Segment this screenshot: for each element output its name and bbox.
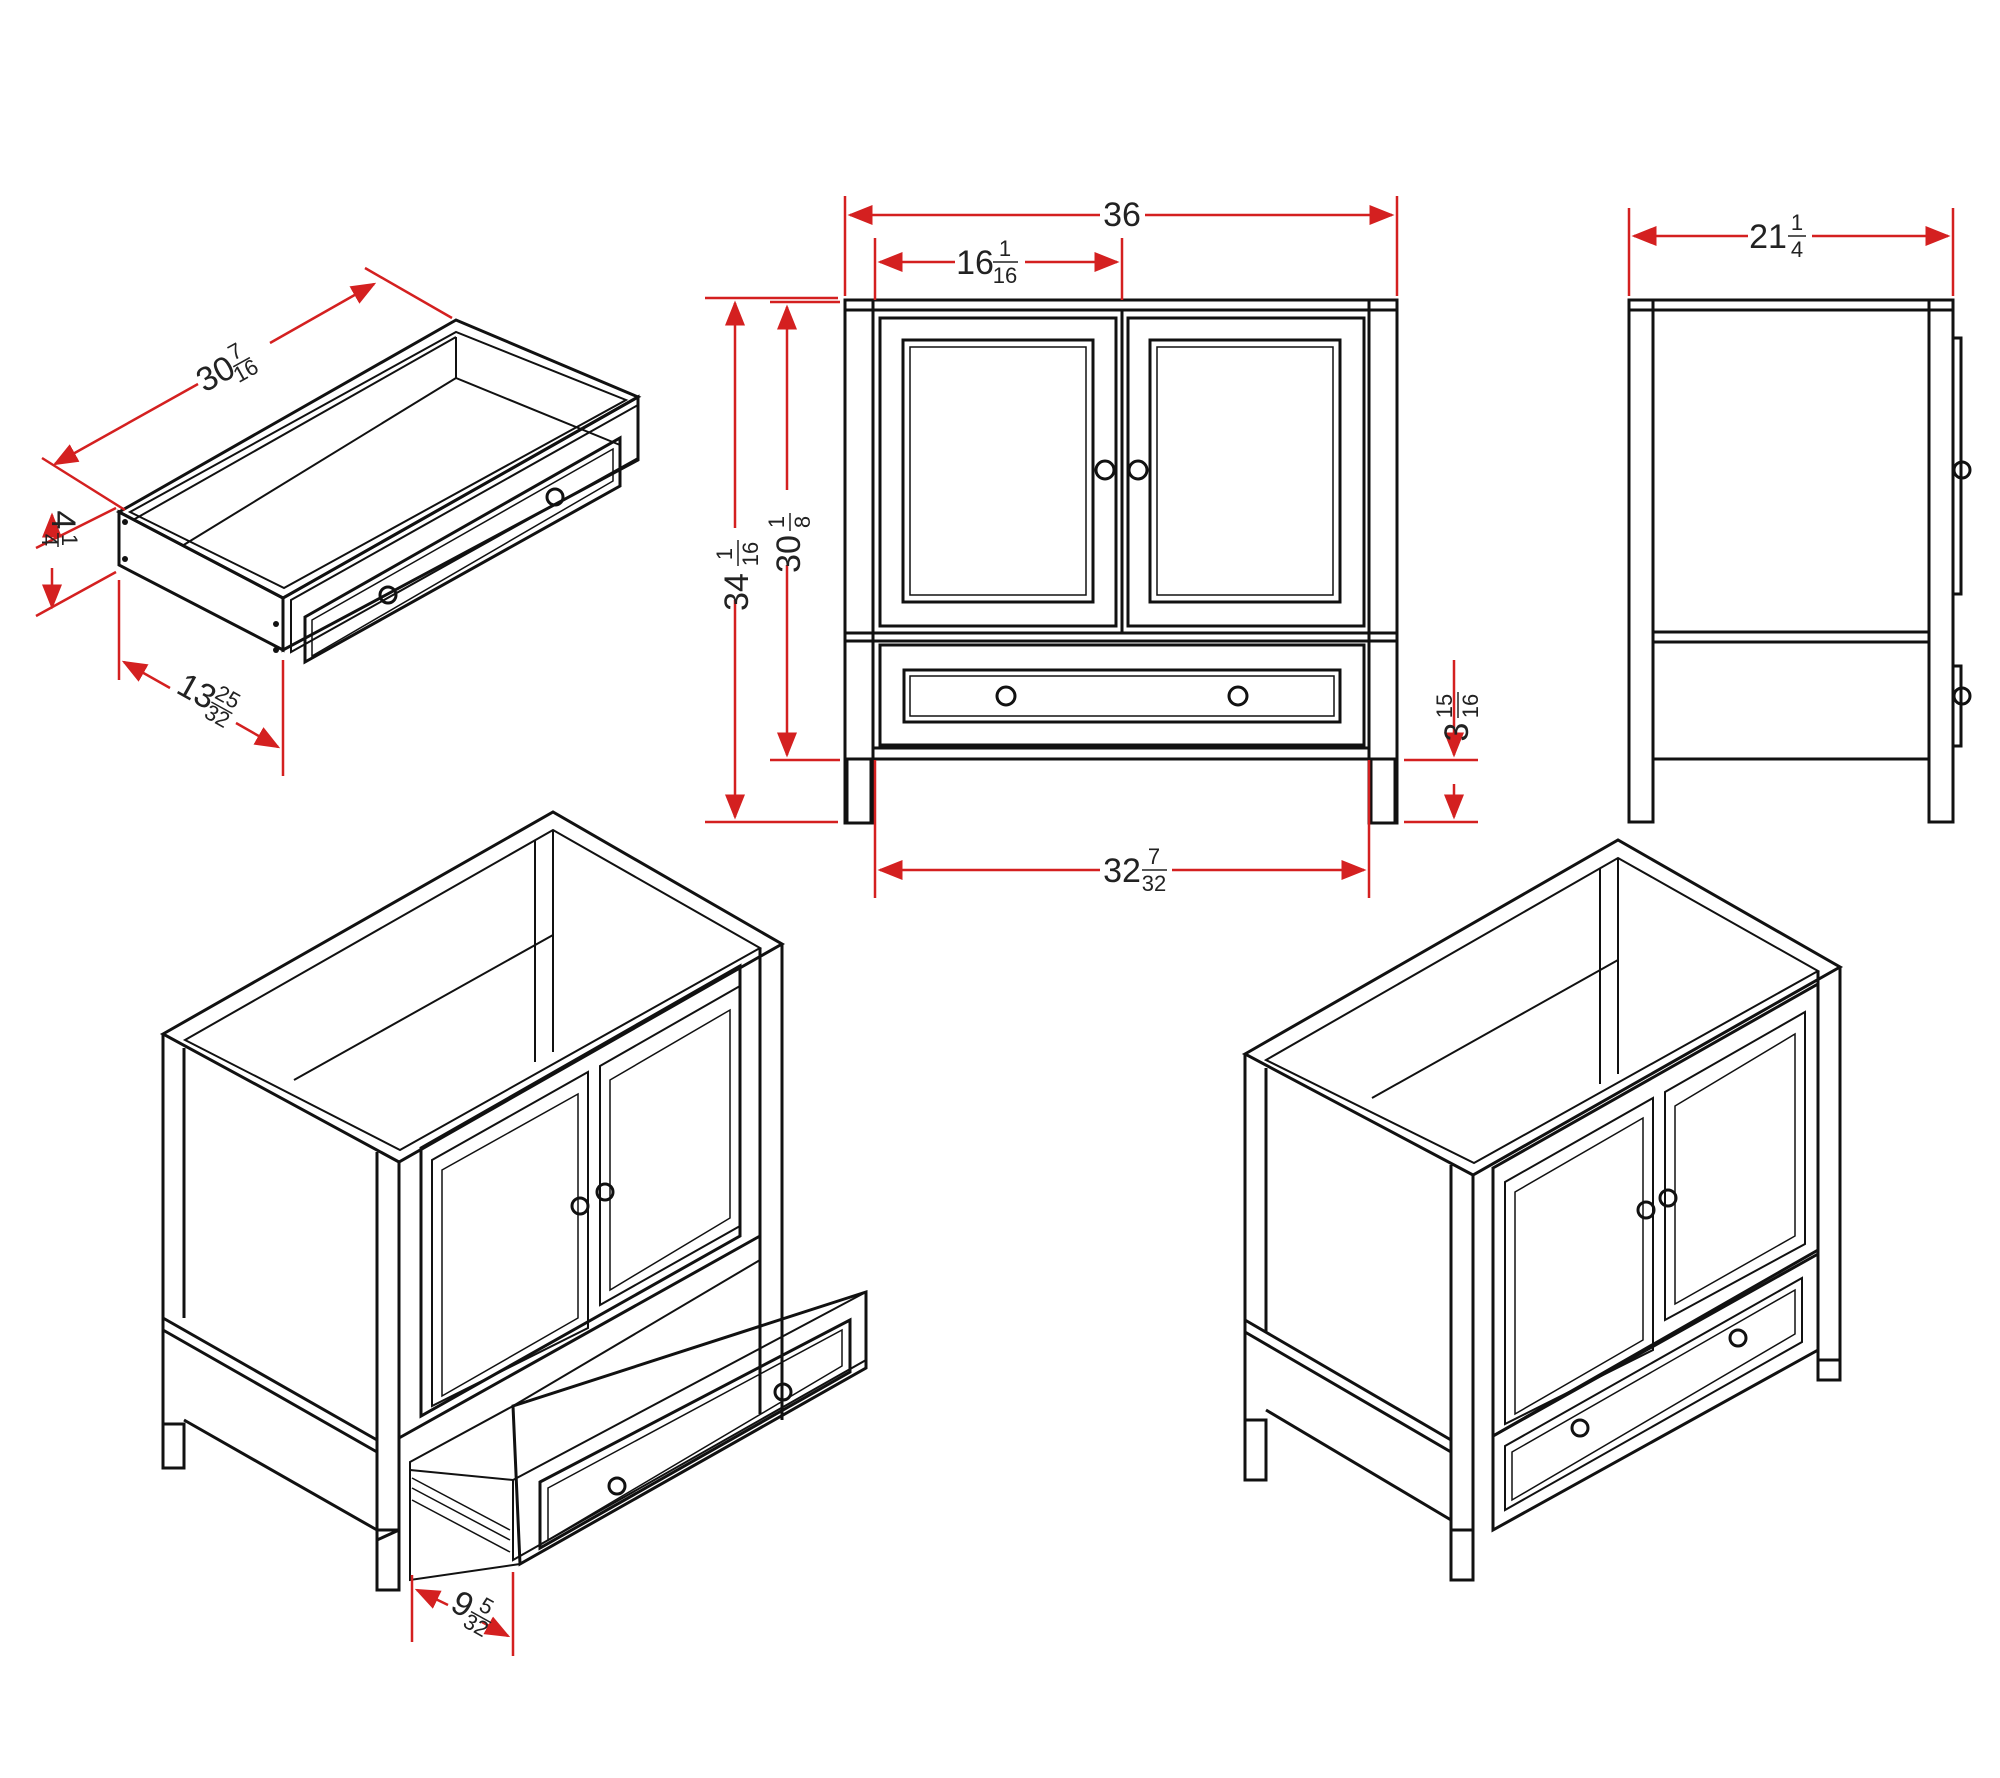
- side-dimensions: [1627, 208, 1955, 296]
- front-view: [843, 298, 1399, 825]
- front-dimensions: [705, 196, 1478, 898]
- iso2-door-knob-right-icon: [1658, 1188, 1678, 1208]
- side-depth-label: 21 1 4: [1749, 210, 1806, 262]
- overall-height-label: 34 1 16: [712, 540, 763, 611]
- overall-height-den: 16: [738, 542, 763, 566]
- leg-height-label: 3 15 16: [1432, 692, 1483, 741]
- leg-height-whole: 3: [1438, 723, 1476, 742]
- side-depth-whole: 21: [1749, 218, 1787, 256]
- door-width-den: 16: [993, 263, 1017, 288]
- iso-drawer-knob-left-icon: [607, 1476, 627, 1496]
- side-door-knob-icon: [1952, 460, 1972, 480]
- body-height-whole: 30: [770, 535, 808, 573]
- body-height-label: 30 1 8: [764, 513, 815, 573]
- overall-height-whole: 34: [718, 573, 756, 611]
- overall-height-num: 1: [712, 548, 737, 560]
- iso-drawer-knob-right-icon: [773, 1382, 793, 1402]
- left-door-panel: [878, 316, 1118, 628]
- drawer-dimensions: [35, 266, 453, 776]
- leg-height-den: 16: [1458, 694, 1483, 718]
- front-width-label: 36: [1103, 196, 1141, 234]
- side-depth-num: 1: [1791, 210, 1803, 235]
- iso2-drawer-knob-right-icon: [1728, 1328, 1748, 1348]
- drawer-knob-left-icon: [378, 585, 398, 605]
- drawer-knob-right-icon: [545, 487, 565, 507]
- right-door-panel: [1126, 316, 1366, 628]
- iso2-door-knob-left-icon: [1636, 1200, 1656, 1220]
- drawer-extension-label: 9 5 32: [445, 1583, 498, 1642]
- body-height-num: 1: [764, 516, 789, 528]
- front-legs: [845, 757, 1397, 825]
- right-door-knob-icon: [1127, 459, 1149, 481]
- overall-width-value: 36: [1103, 196, 1141, 234]
- side-view: [1627, 298, 1972, 824]
- body-height-den: 8: [790, 516, 815, 528]
- drawer-height-whole: 4: [44, 511, 82, 530]
- door-width-whole: 16: [956, 244, 994, 282]
- front-view-outline: [843, 298, 1399, 825]
- drawer-length-label: 30 7 16: [190, 338, 263, 400]
- drawer-view: [115, 318, 642, 665]
- iso-open-view: [159, 810, 868, 1592]
- inner-width-label: 32 7 32: [1103, 844, 1167, 896]
- inner-width-num: 7: [1148, 844, 1160, 869]
- inner-width-den: 32: [1142, 871, 1166, 896]
- iso-closed-view: [1241, 838, 1844, 1582]
- leg-height-num: 15: [1432, 694, 1457, 718]
- left-door-knob-icon: [1094, 459, 1116, 481]
- iso2-drawer-knob-left-icon: [1570, 1418, 1590, 1438]
- drawer-height-label: 4 1 4: [37, 511, 82, 547]
- inner-width-whole: 32: [1103, 852, 1141, 890]
- iso-door-knob-left-icon: [570, 1196, 590, 1216]
- drawer-height-den: 4: [37, 534, 62, 546]
- door-width-label: 16 1 16: [956, 236, 1018, 288]
- side-depth-den: 4: [1791, 237, 1803, 262]
- side-drawer-knob-icon: [1952, 686, 1972, 706]
- drawer-depth-label: 13 25 32: [171, 666, 245, 733]
- drawer-height-num: 1: [57, 534, 82, 546]
- iso-open-dimensions: [410, 1572, 515, 1656]
- front-drawer: [878, 643, 1366, 747]
- iso-door-knob-right-icon: [595, 1182, 615, 1202]
- door-width-num: 1: [999, 236, 1011, 261]
